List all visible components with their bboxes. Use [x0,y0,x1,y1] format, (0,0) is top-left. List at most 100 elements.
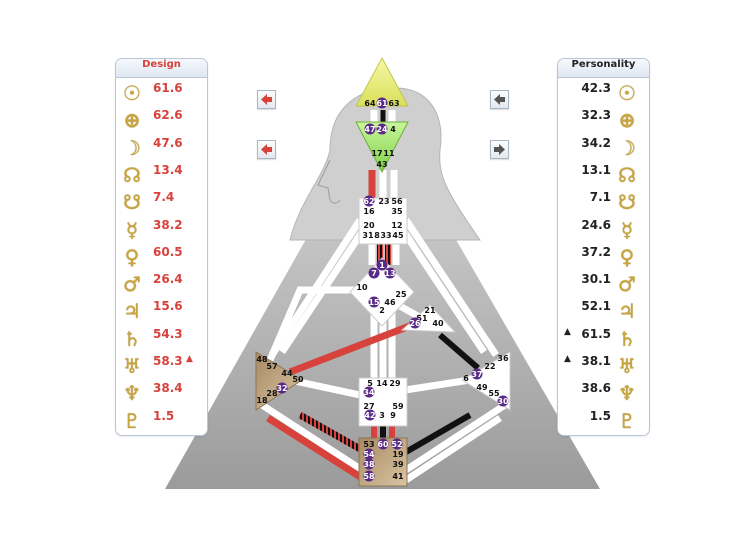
gate-badge [363,448,375,460]
gate-label: 6 [463,374,469,383]
design-value: 58.3 [153,354,183,368]
design-row-south-node[interactable]: ☋7.4 [116,190,207,214]
design-row-north-node[interactable]: ☊ 13.4 [116,163,207,187]
design-value: 60.5 [153,244,183,259]
north-node-icon: ☊ [618,162,636,187]
gate-label: 15 [368,298,380,307]
gate-label: 47 [364,125,375,134]
gate-badge [471,368,483,380]
gate-label: 13 [384,269,395,278]
personality-row-neptune[interactable]: ♆38.6 [558,381,649,405]
gate-badge [364,123,376,135]
gate-label: 64 [364,99,376,108]
personality-row-mars[interactable]: ♂30.1 [558,272,649,296]
gate-label: 24 [376,125,388,134]
north-node-icon: ☊ [123,162,141,187]
venus-icon: ♀ [124,244,140,269]
personality-value: 38.6 [581,381,611,396]
personality-row-mercury[interactable]: ☿ 24.6 [558,218,649,242]
design-row-moon[interactable]: ☽47.6 [116,136,207,160]
personality-value: 42.3 [581,81,611,95]
design-row-saturn[interactable]: ♄54.3 [116,327,207,351]
gate-badge [376,259,388,271]
personality-row-sun[interactable]: ☉42.3 [558,81,649,105]
gate-label: 2 [379,306,385,315]
gate-label: 29 [389,379,401,388]
gate-label: 42 [364,411,375,420]
design-row-pluto[interactable]: ♇1.5 [116,409,207,433]
gate-label: 45 [392,231,404,240]
personality-value: 24.6 [581,217,611,232]
saturn-icon: ♄ [618,326,636,351]
pluto-icon: ♇ [123,408,141,433]
gate-label: 20 [363,221,375,230]
gate-label: 36 [497,354,509,363]
gate-label: 14 [376,379,388,388]
gate-badge [364,409,376,421]
design-row-uranus[interactable]: ♅58.3▲ [116,354,207,378]
gate-label: 8 [374,231,380,240]
arrow-left-icon [261,94,272,105]
personality-row-venus[interactable]: ♀37.2 [558,245,649,269]
gate-label: 19 [392,450,404,459]
personality-row-pluto[interactable]: ♇1.5 [558,409,649,433]
next-personality-button[interactable] [490,140,509,159]
mercury-icon: ☿ [620,217,634,242]
personality-row-uranus[interactable]: ♅38.1▲ [558,354,649,378]
personality-row-earth[interactable]: ⊕32.3 [558,108,649,132]
personality-row-south-node[interactable]: ☋7.1 [558,190,649,214]
gate-label: 26 [409,319,421,328]
gate-label: 3 [379,411,385,420]
gate-label: 46 [384,298,396,307]
design-row-sun[interactable]: ☉61.6 [116,81,207,105]
earth-icon: ⊕ [123,108,141,133]
personality-row-jupiter[interactable]: ♃52.1 [558,299,649,323]
exaltation-flag: ▲ [564,326,571,337]
design-title: Design [116,59,207,78]
design-row-neptune[interactable]: ♆38.4 [116,381,207,405]
personality-value: 38.1 [581,354,611,368]
prev-design-button[interactable] [257,90,276,109]
earth-icon: ⊕ [618,108,636,133]
gate-label: 28 [266,389,278,398]
gate-label: 57 [266,362,277,371]
gate-badge [368,267,380,279]
gate-label: 60 [377,440,389,449]
design-value: 54.3 [153,326,183,341]
gate-label: 52 [391,440,402,449]
south-node-icon: ☋ [618,190,636,215]
gate-label: 62 [363,197,374,206]
personality-row-moon[interactable]: ☽34.2 [558,136,649,160]
uranus-icon: ♅ [123,354,141,378]
design-row-jupiter[interactable]: ♃15.6 [116,299,207,323]
design-value: 13.4 [153,162,183,177]
design-row-earth[interactable]: ⊕62.6 [116,108,207,132]
south-node-icon: ☋ [123,190,141,215]
arrow-left-icon [494,94,505,105]
gate-label: 7 [371,269,377,278]
gate-label: 10 [356,283,368,292]
prev-design-step-button[interactable] [257,140,276,159]
prev-personality-button[interactable] [490,90,509,109]
g-center [349,257,415,327]
gate-label: 39 [392,460,404,469]
design-row-mercury[interactable]: ☿38.2 [116,218,207,242]
gate-badge [391,438,403,450]
gate-label: 30 [497,397,509,406]
gate-label: 32 [276,384,287,393]
gate-label: 56 [391,197,403,206]
design-row-mars[interactable]: ♂26.4 [116,272,207,296]
gate-label: 9 [390,411,396,420]
channels [260,110,507,483]
spleen-center [255,351,303,411]
gate-label: 38 [363,460,375,469]
exaltation-flag: ▲ [564,354,571,364]
personality-row-saturn[interactable]: ♄61.5▲ [558,327,649,351]
gate-label: 11 [383,149,395,158]
personality-row-north-node[interactable]: ☊13.1 [558,163,649,187]
design-row-venus[interactable]: ♀ 60.5 [116,245,207,269]
gate-badge [368,296,380,308]
gate-label: 22 [484,362,495,371]
gate-label: 41 [392,472,404,481]
